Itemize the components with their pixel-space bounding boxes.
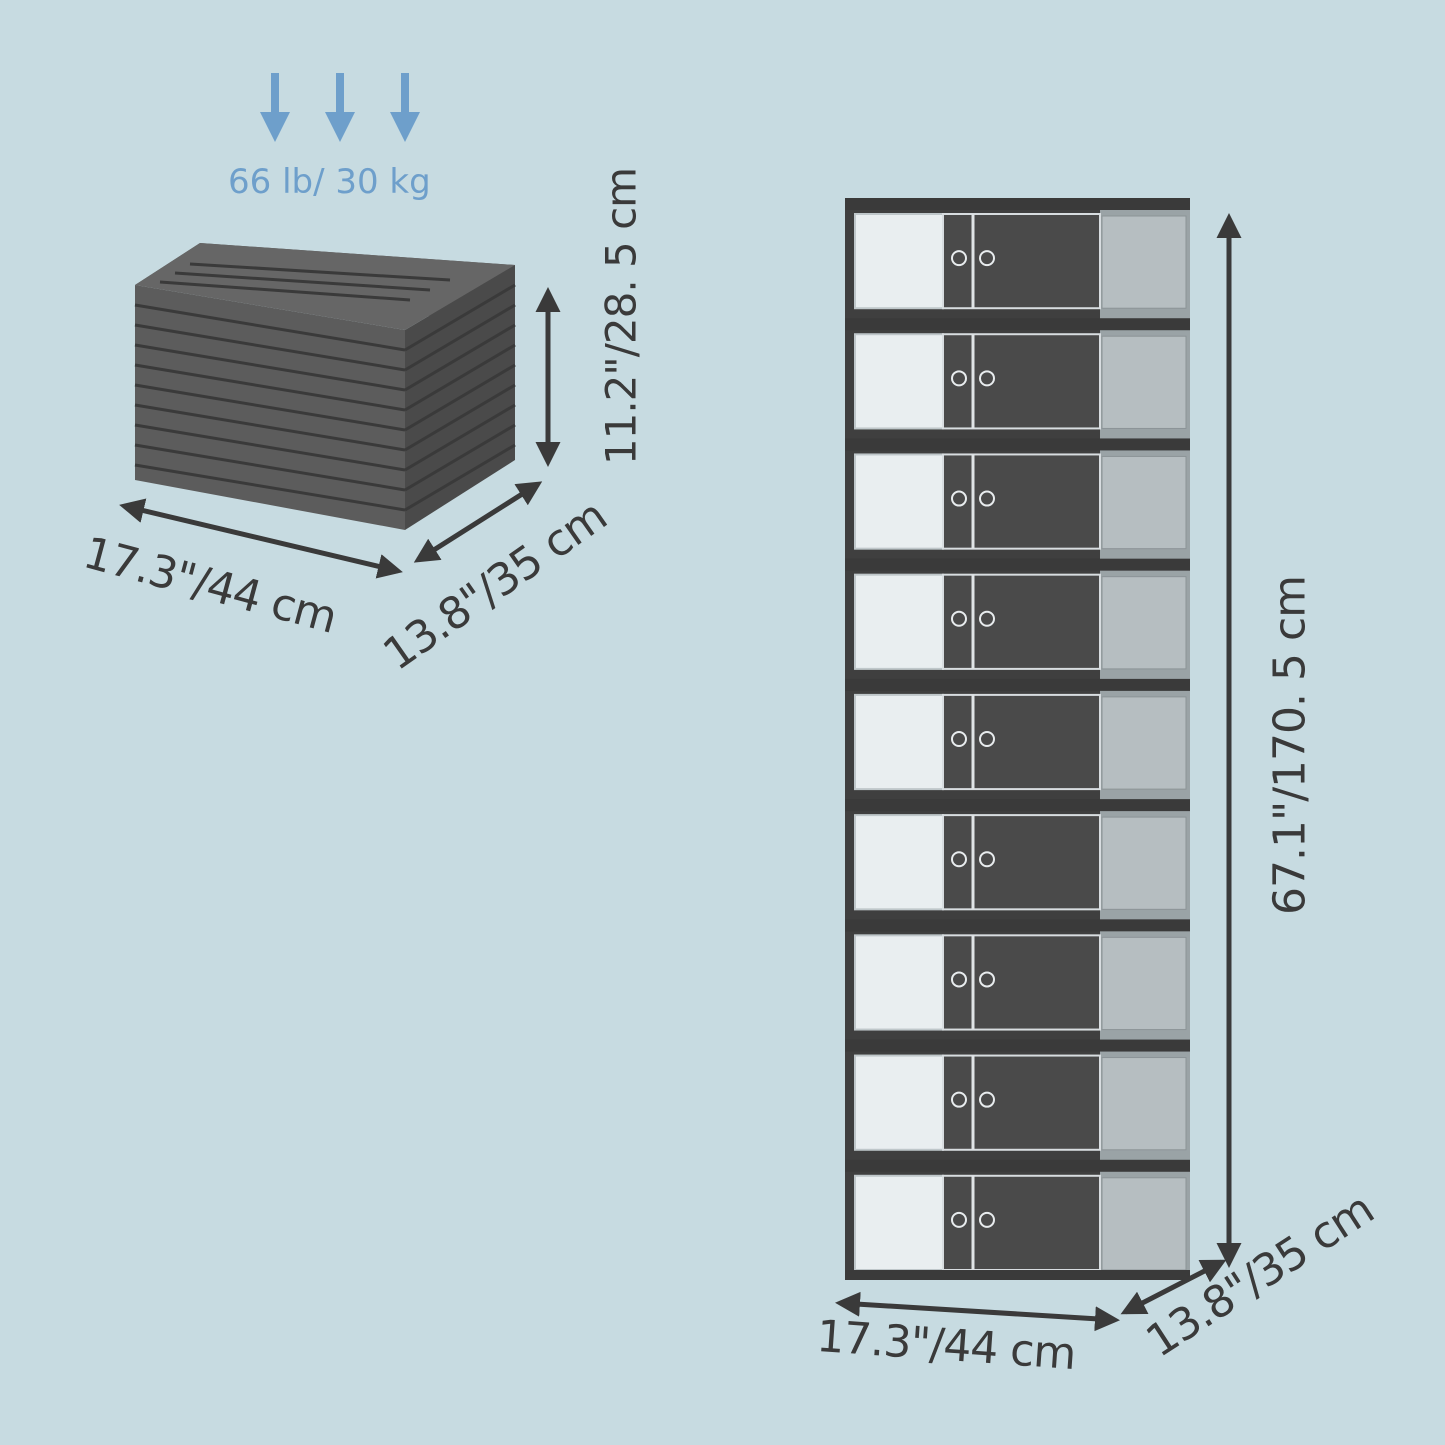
folded-width-arrow <box>119 498 403 579</box>
door-knob <box>979 490 995 507</box>
door-left-panel <box>854 934 944 1031</box>
door-right-panel <box>942 213 1101 310</box>
side-vent <box>1101 576 1187 670</box>
shelf-divider <box>845 1039 1190 1052</box>
door-right-panel <box>942 1054 1101 1151</box>
down-arrow-icon <box>325 73 355 142</box>
side-vent <box>1101 455 1187 550</box>
door-knob <box>951 1091 967 1108</box>
shelf-divider <box>845 438 1190 451</box>
door-left-panel <box>854 1174 944 1272</box>
door-right-panel <box>942 693 1101 791</box>
side-vent <box>1101 335 1187 429</box>
door-knob <box>951 971 967 988</box>
door-knob <box>979 610 995 627</box>
shelf-divider <box>845 558 1190 571</box>
assembled-height-label: 67.1"/170. 5 cm <box>1264 575 1316 916</box>
assembled-depth-arrow <box>1120 1259 1227 1315</box>
down-arrow-icon <box>260 73 290 142</box>
shelf-divider <box>845 1159 1190 1172</box>
door-knob <box>951 610 967 627</box>
door-right-panel <box>942 453 1101 550</box>
folded-depth-arrow <box>413 481 543 563</box>
door-right-panel <box>942 814 1101 911</box>
folded-cabinet <box>134 243 516 530</box>
shelf-divider <box>845 678 1190 691</box>
door-right-panel <box>942 573 1101 670</box>
door-left-panel <box>854 1054 944 1151</box>
shelf-divider <box>845 919 1190 932</box>
door-knob <box>979 370 995 387</box>
door-left-panel <box>854 573 944 670</box>
door-left-panel <box>854 213 944 310</box>
door-left-panel <box>854 814 944 911</box>
shelf-divider <box>845 799 1190 812</box>
side-vent <box>1101 1057 1187 1151</box>
door-knob <box>951 851 967 868</box>
door-right-panel <box>942 934 1101 1031</box>
door-knob <box>951 250 967 267</box>
side-vent <box>1101 696 1187 790</box>
door-knob <box>951 1211 967 1228</box>
shelf-divider <box>845 198 1190 210</box>
door-knob <box>979 250 995 267</box>
side-vent <box>1101 215 1187 309</box>
door-left-panel <box>854 693 944 791</box>
door-left-panel <box>854 453 944 550</box>
load-capacity-label: 66 lb/ 30 kg <box>228 162 431 202</box>
shelf-divider <box>845 318 1190 331</box>
door-right-panel <box>942 333 1101 430</box>
door-knob <box>979 971 995 988</box>
door-knob <box>951 370 967 387</box>
door-knob <box>979 1211 995 1228</box>
side-vent <box>1101 1177 1187 1271</box>
door-right-panel <box>942 1174 1101 1272</box>
side-vent <box>1101 936 1187 1031</box>
door-knob <box>951 490 967 507</box>
folded-height-label: 11.2"/28. 5 cm <box>596 167 646 466</box>
cabinet-base <box>845 1270 1190 1280</box>
door-knob <box>979 1091 995 1108</box>
load-arrows <box>260 73 420 142</box>
assembled-cabinet <box>845 198 1190 1280</box>
down-arrow-icon <box>390 73 420 142</box>
door-left-panel <box>854 333 944 430</box>
door-knob <box>951 731 967 747</box>
assembled-width-arrow <box>835 1291 1120 1332</box>
door-knob <box>979 851 995 868</box>
side-vent <box>1101 816 1187 910</box>
door-knob <box>979 731 995 747</box>
